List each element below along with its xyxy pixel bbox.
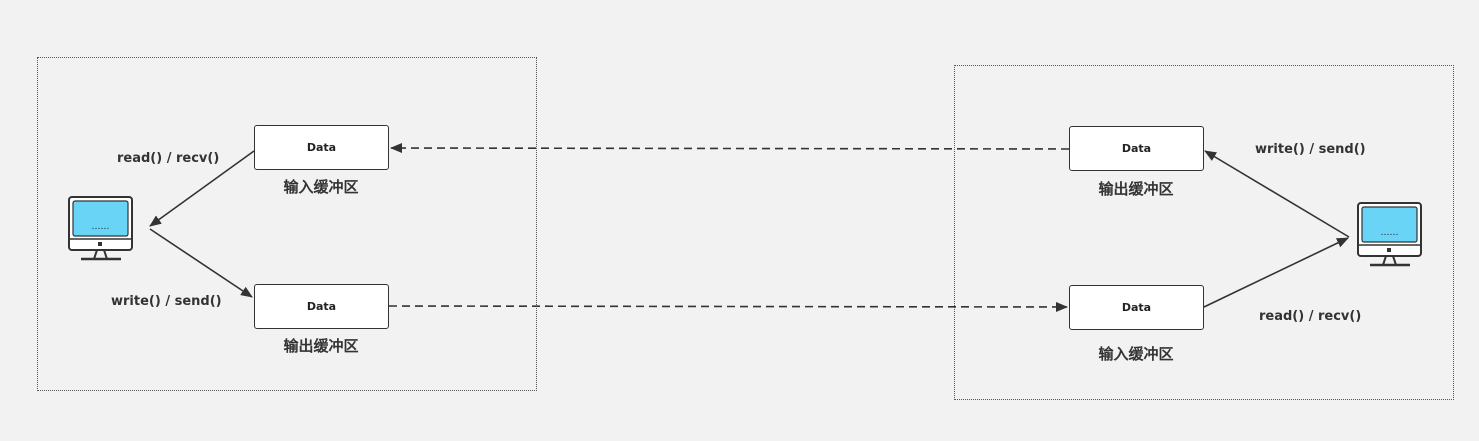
right-read-label: read() / recv() (1259, 309, 1362, 324)
left-computer-icon: …… (68, 196, 133, 261)
right-computer-icon: …… (1357, 202, 1422, 267)
right-computer-screen-text: …… (1381, 228, 1399, 238)
left-input-buffer-text: Data (306, 141, 337, 154)
right-write-label: write() / send() (1255, 142, 1366, 157)
right-input-buffer-label: 输入缓冲区 (1098, 345, 1174, 363)
right-write-arrow (1204, 150, 1350, 238)
right-input-buffer: Data (1069, 285, 1204, 330)
right-output-buffer: Data (1069, 126, 1204, 171)
left-output-buffer-label: 输出缓冲区 (283, 337, 359, 355)
right-input-buffer-text: Data (1121, 301, 1152, 314)
left-host-container (37, 57, 537, 391)
left-output-buffer: Data (254, 284, 389, 329)
left-write-label: write() / send() (111, 294, 222, 309)
left-input-buffer: Data (254, 125, 389, 170)
network-arrow-right-to-left (390, 143, 1070, 154)
left-read-label: read() / recv() (117, 151, 220, 166)
left-write-arrow (149, 228, 253, 298)
right-host-container (954, 65, 1454, 400)
left-computer-screen-text: …… (92, 222, 110, 232)
network-arrow-left-to-right (388, 301, 1068, 312)
right-output-buffer-label: 输出缓冲区 (1098, 180, 1174, 198)
right-output-buffer-text: Data (1121, 142, 1152, 155)
left-output-buffer-text: Data (306, 300, 337, 313)
right-read-arrow (1203, 237, 1349, 308)
left-read-arrow (149, 150, 255, 227)
left-input-buffer-label: 输入缓冲区 (283, 178, 359, 196)
